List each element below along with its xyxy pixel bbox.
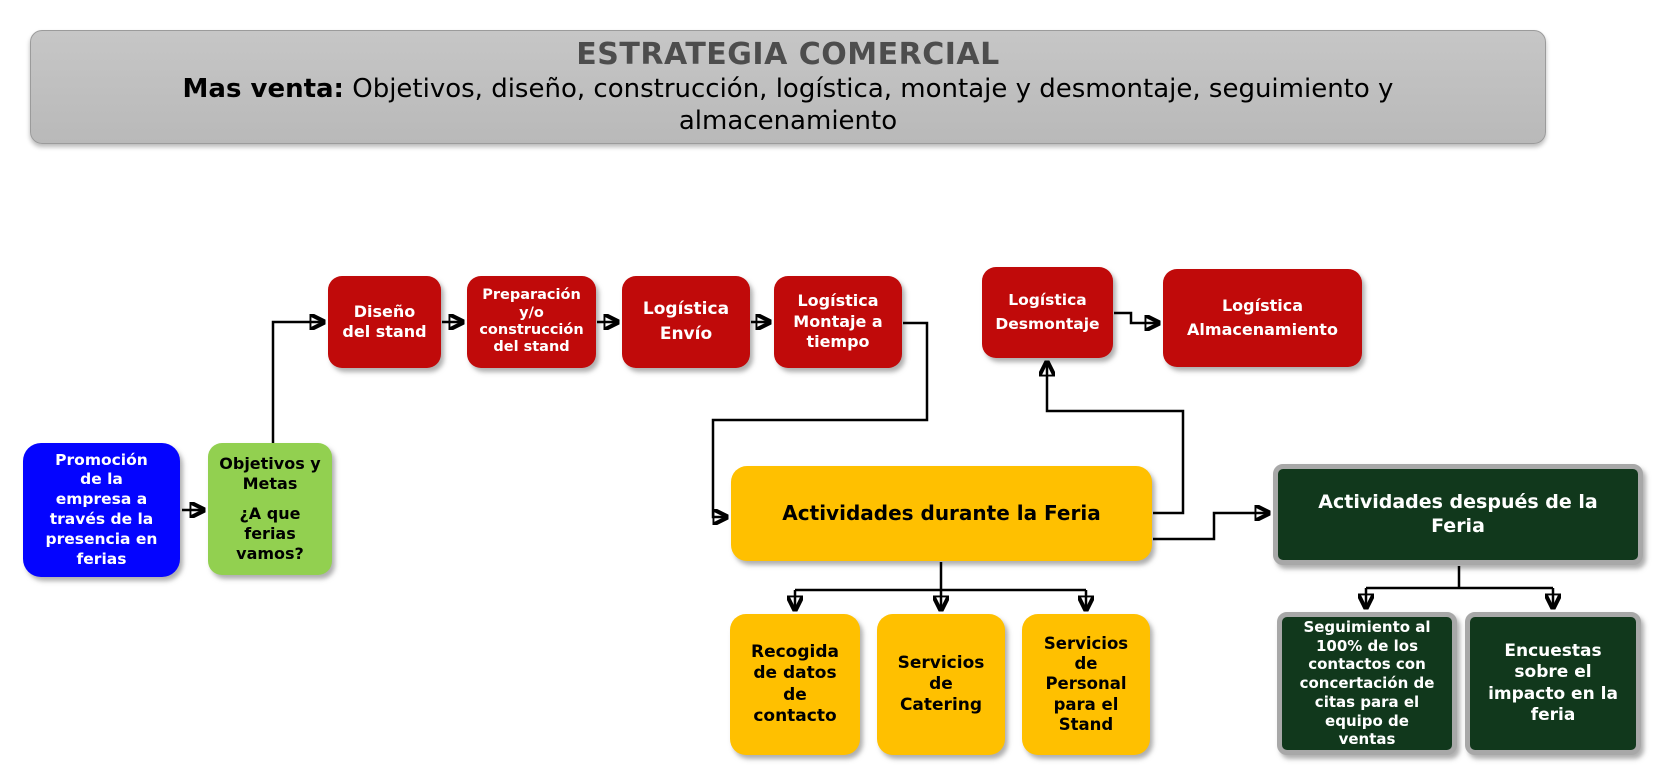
node-label: Logística Montaje a tiempo xyxy=(793,290,883,352)
node-label: Preparación y/o construcción del stand xyxy=(479,287,584,356)
node-label: Seguimiento al 100% de los contactos con… xyxy=(1299,617,1435,749)
node-actividades-durante: Actividades durante la Feria xyxy=(731,466,1152,561)
node-servicios-catering: Servicios de Catering xyxy=(877,614,1005,755)
connector-despues-children-stem xyxy=(1366,566,1553,590)
node-label: Encuestas sobre el impacto en la feria xyxy=(1488,641,1618,725)
node-label: Logística Envío xyxy=(642,298,730,345)
node-logistica-montaje: Logística Montaje a tiempo xyxy=(774,276,902,368)
node-label: Recogida de datos de contacto xyxy=(750,642,839,726)
node-encuestas-impacto: Encuestas sobre el impacto en la feria xyxy=(1465,612,1641,755)
node-servicios-personal: Servicios de Personal para el Stand xyxy=(1022,614,1150,755)
subtitle-label: Mas venta: xyxy=(182,73,344,104)
node-label: Actividades durante la Feria xyxy=(782,501,1101,525)
node-logistica-almacenamiento: Logística Almacenamiento xyxy=(1163,269,1362,367)
node-logistica-envio: Logística Envío xyxy=(622,276,750,368)
node-recogida-datos: Recogida de datos de contacto xyxy=(730,614,860,755)
node-promocion-empresa: Promoción de la empresa a través de la p… xyxy=(23,443,180,577)
node-logistica-desmontaje: Logística Desmontaje xyxy=(982,267,1113,358)
connector-actividades-durante-to-despues xyxy=(1153,513,1269,541)
page-title: ESTRATEGIA COMERCIAL xyxy=(576,36,1000,72)
node-diseno-stand: Diseño del stand xyxy=(328,276,441,368)
title-banner: ESTRATEGIA COMERCIAL Mas venta: Objetivo… xyxy=(30,30,1546,144)
node-label: Servicios de Catering xyxy=(897,652,985,716)
node-label: Actividades después de la Feria xyxy=(1318,490,1598,537)
connector-durante-children-stem xyxy=(795,562,1086,592)
node-label: Diseño del stand xyxy=(342,302,427,341)
node-preparacion-construccion: Preparación y/o construcción del stand xyxy=(467,276,596,368)
node-label: Logística Desmontaje xyxy=(995,291,1100,333)
node-label: Objetivos y Metas xyxy=(219,454,321,493)
connector-desmontaje-to-almacenamiento xyxy=(1114,311,1159,323)
node-seguimiento-contactos: Seguimiento al 100% de los contactos con… xyxy=(1277,612,1457,755)
connector-objetivos-to-diseno xyxy=(271,322,324,443)
node-objetivos-metas: Objetivos y Metas ¿A que ferias vamos? xyxy=(208,443,332,575)
subtitle-text: Objetivos, diseño, construcción, logísti… xyxy=(343,73,1394,136)
node-label: ¿A que ferias vamos? xyxy=(236,504,304,563)
node-actividades-despues: Actividades después de la Feria xyxy=(1273,464,1643,565)
node-label: Promoción de la empresa a través de la p… xyxy=(45,450,158,568)
node-label: Logística Almacenamiento xyxy=(1187,296,1338,339)
page-subtitle: Mas venta: Objetivos, diseño, construcci… xyxy=(73,74,1503,137)
node-label: Servicios de Personal para el Stand xyxy=(1043,634,1129,734)
